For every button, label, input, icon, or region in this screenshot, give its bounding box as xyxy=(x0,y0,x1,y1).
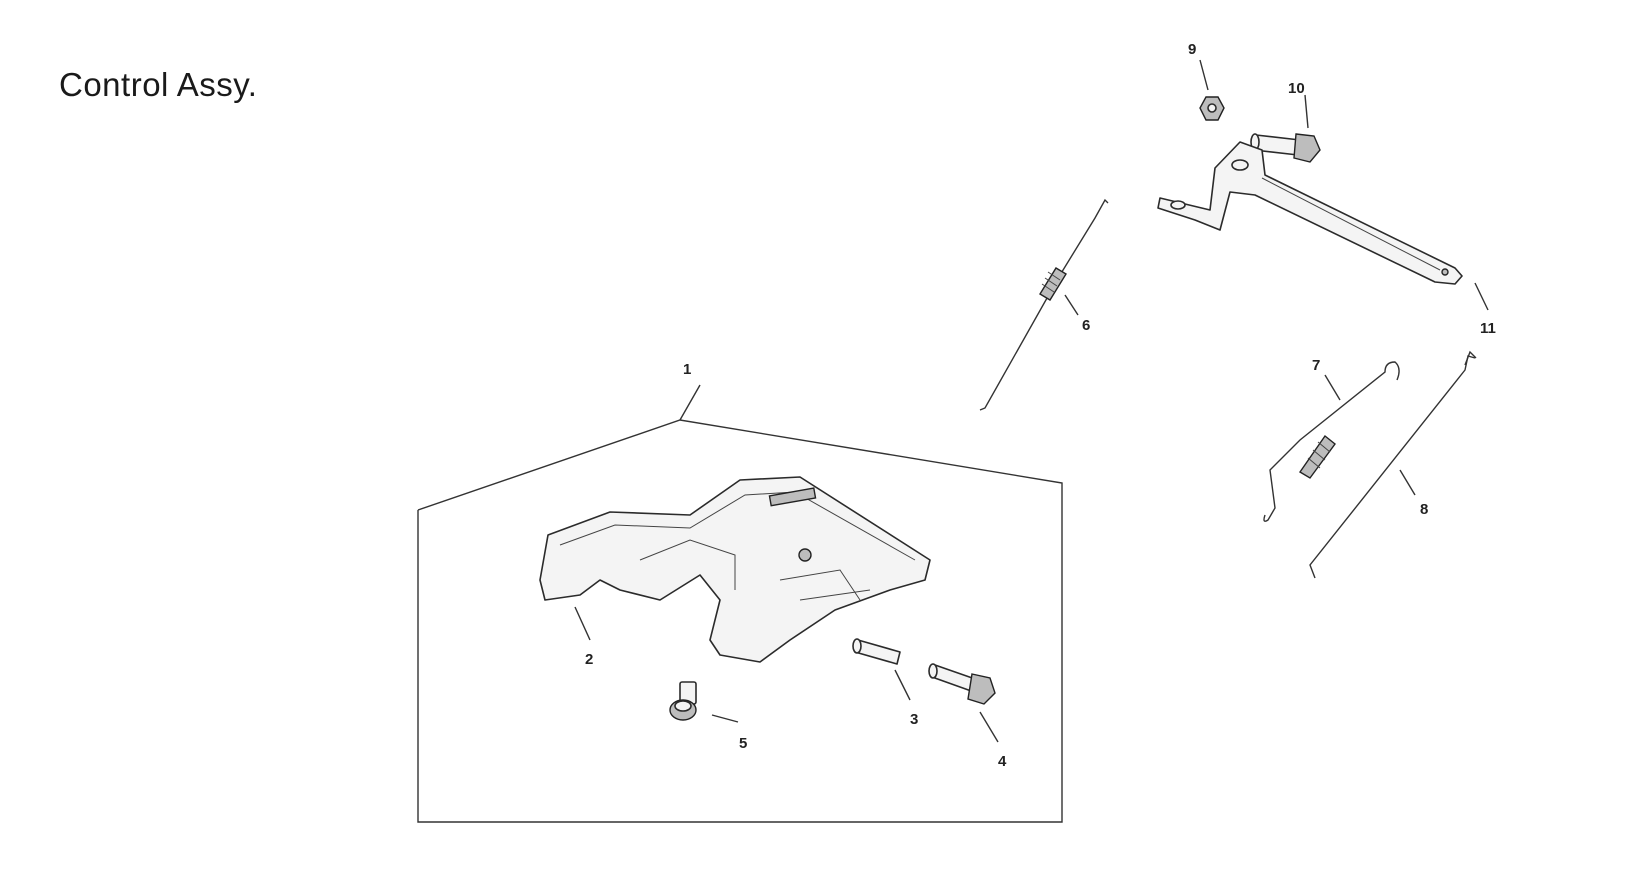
callout-1: 1 xyxy=(683,361,691,378)
part-10-bolt xyxy=(1250,94,1321,163)
callout-3: 3 xyxy=(910,711,918,728)
callout-11: 11 xyxy=(1480,320,1496,337)
part-7-spring-link xyxy=(1263,361,1400,522)
callout-9: 9 xyxy=(1188,41,1196,58)
callout-2: 2 xyxy=(585,651,593,668)
part-5-short-bolt xyxy=(669,681,739,723)
callout-7: 7 xyxy=(1312,357,1320,374)
part-6-spring-rod xyxy=(979,198,1109,411)
assembly-1-enclosure xyxy=(417,384,1063,823)
part-9-nut xyxy=(1199,59,1225,121)
part-3-pin xyxy=(852,638,911,701)
callout-6: 6 xyxy=(1082,317,1090,334)
part-2-control-bracket xyxy=(539,476,931,663)
callout-10: 10 xyxy=(1288,80,1305,97)
part-8-rod xyxy=(1309,350,1477,579)
diagram-title: Control Assy. xyxy=(59,66,258,103)
part-11-lever-bracket xyxy=(1157,141,1489,311)
callout-4: 4 xyxy=(998,753,1007,770)
callout-5: 5 xyxy=(739,735,747,752)
callout-8: 8 xyxy=(1420,501,1428,518)
part-4-flange-bolt xyxy=(928,663,999,743)
